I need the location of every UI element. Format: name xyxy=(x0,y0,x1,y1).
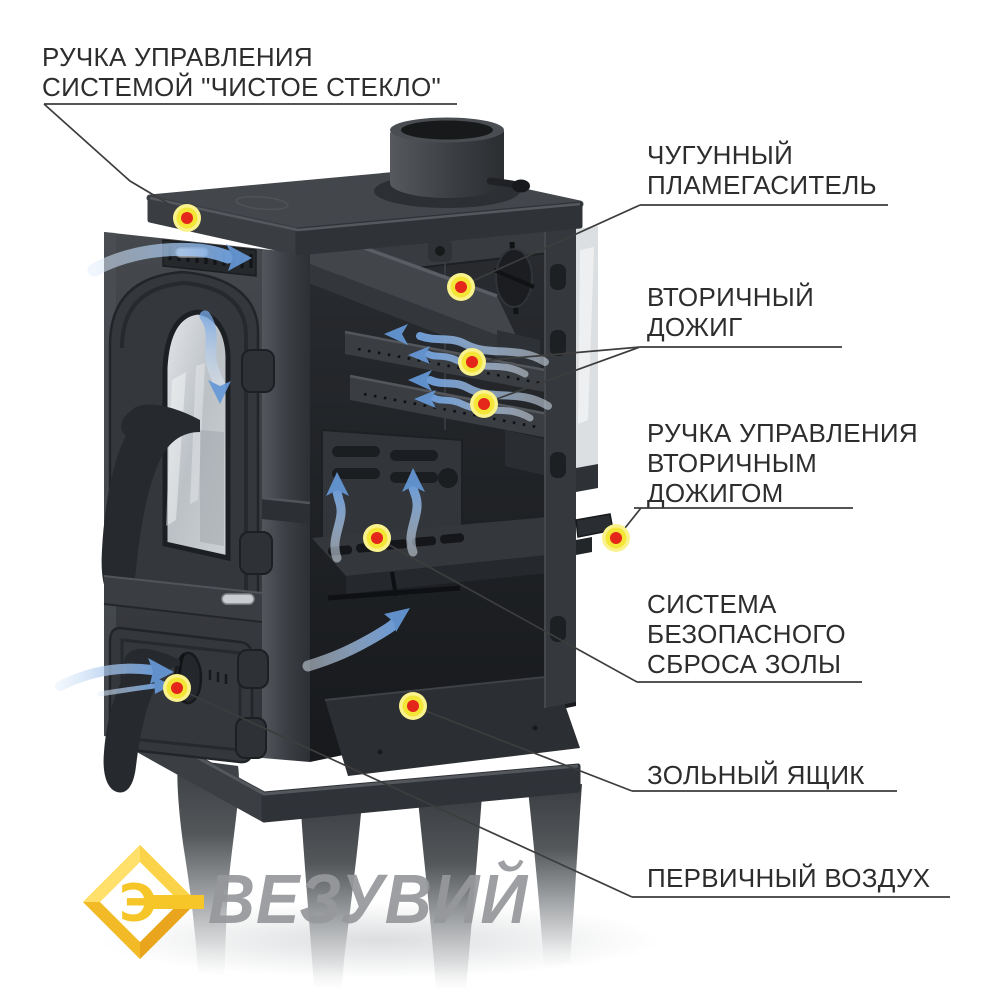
secondary-air-plate-lower xyxy=(349,374,549,438)
divider-band xyxy=(103,575,263,623)
right-door-glass-edge xyxy=(576,226,598,492)
glass-airwash-arrow-icon xyxy=(199,310,231,404)
ash-door-hinge-bottom xyxy=(235,717,267,759)
primary-air-arrow-icon xyxy=(55,658,174,697)
door-hinge-top xyxy=(241,349,275,393)
label-secondary-burn-handle: РУЧКА УПРАВЛЕНИЯ ВТОРИЧНЫМ ДОЖИГОМ xyxy=(647,418,918,508)
right-inner-wall xyxy=(544,229,576,708)
firebox-door xyxy=(101,270,275,607)
label-secondary-burn: ВТОРИЧНЫЙ ДОЖИГ xyxy=(647,282,815,342)
label-safe-ash-dump: СИСТЕМА БЕЗОПАСНОГО СБРОСА ЗОЛЫ xyxy=(647,589,846,679)
label-ash-box: ЗОЛЬНЫЙ ЯЩИК xyxy=(647,760,865,790)
bypass-latch-pin xyxy=(221,593,255,605)
firebox-interior xyxy=(297,222,614,776)
label-flame-arrester: ЧУГУННЫЙ ПЛАМЕГАСИТЕЛЬ xyxy=(647,140,877,200)
flue-collar xyxy=(374,117,530,208)
door-hinge-bottom xyxy=(239,531,273,575)
ash-door-hinge-top xyxy=(237,649,269,689)
secondary-air-handle xyxy=(575,513,614,555)
label-primary-air: ПЕРВИЧНЫЙ ВОЗДУХ xyxy=(647,863,931,893)
door-handle-lower xyxy=(103,648,180,793)
flue-damper-pin xyxy=(486,177,530,193)
air-wash-intake-arrow-icon xyxy=(87,242,252,277)
door-handle-upper xyxy=(101,404,200,601)
floor-shadow xyxy=(100,902,660,978)
label-clean-glass: РУЧКА УПРАВЛЕНИЯ СИСТЕМОЙ "ЧИСТОЕ СТЕКЛО… xyxy=(42,42,442,102)
